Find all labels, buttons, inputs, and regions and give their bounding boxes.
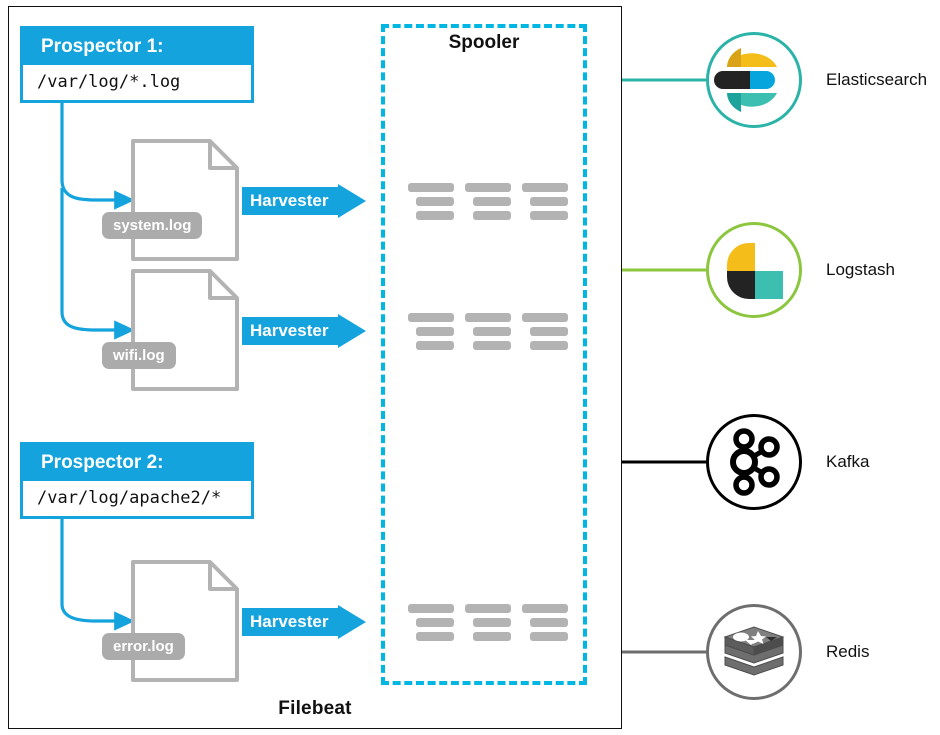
prospector-2-path: /var/log/apache2/*	[23, 480, 251, 516]
log-file-wifi-label: wifi.log	[102, 342, 176, 369]
elasticsearch-label: Elasticsearch	[826, 70, 928, 89]
prospector-2-title: Prospector 2:	[23, 445, 251, 481]
file-document-icon	[131, 139, 239, 261]
record-group	[408, 313, 454, 355]
harvester-label-2: Harvester	[250, 321, 329, 340]
log-file-wifi[interactable]: wifi.log	[102, 268, 240, 392]
log-file-system[interactable]: system.log	[102, 138, 240, 262]
harvester-label-1: Harvester	[250, 191, 329, 210]
elasticsearch-circle	[706, 32, 802, 128]
kafka-logo-icon	[730, 428, 780, 496]
record-group	[522, 183, 568, 225]
arrow-right-icon	[242, 605, 366, 639]
file-document-icon	[131, 269, 239, 391]
harvester-arrow-3[interactable]: Harvester	[242, 605, 366, 639]
record-group	[465, 604, 511, 646]
logstash-label: Logstash	[826, 260, 895, 279]
record-group	[522, 604, 568, 646]
record-group	[408, 604, 454, 646]
logstash-logo-icon	[727, 243, 783, 299]
log-file-error-label: error.log	[102, 633, 185, 660]
elasticsearch-logo-icon	[714, 48, 777, 112]
prospector-1-path: /var/log/*.log	[23, 64, 251, 100]
log-file-system-label: system.log	[102, 212, 203, 239]
redis-circle	[706, 604, 802, 700]
redis-logo-icon	[723, 626, 785, 676]
filebeat-label: Filebeat	[278, 698, 352, 719]
output-kafka[interactable]: Kafka	[660, 414, 900, 520]
spooler-box	[381, 24, 587, 685]
harvester-label-3: Harvester	[250, 612, 329, 631]
output-redis[interactable]: Redis	[660, 604, 900, 710]
prospector-2-box[interactable]: Prospector 2: /var/log/apache2/*	[20, 442, 254, 519]
spooler-title: Spooler	[448, 32, 520, 53]
redis-label: Redis	[826, 642, 870, 661]
prospector-1-box[interactable]: Prospector 1: /var/log/*.log	[20, 26, 254, 103]
harvester-arrow-1[interactable]: Harvester	[242, 184, 366, 218]
record-group	[408, 183, 454, 225]
file-document-icon	[131, 560, 239, 682]
logstash-circle	[706, 222, 802, 318]
output-elasticsearch[interactable]: Elasticsearch	[660, 32, 927, 138]
record-group	[465, 313, 511, 355]
arrow-right-icon	[242, 314, 366, 348]
kafka-circle	[706, 414, 802, 510]
record-group	[522, 313, 568, 355]
record-group	[465, 183, 511, 225]
output-logstash[interactable]: Logstash	[660, 222, 900, 328]
kafka-label: Kafka	[826, 452, 870, 471]
prospector-1-title: Prospector 1:	[23, 29, 251, 65]
arrow-right-icon	[242, 184, 366, 218]
harvester-arrow-2[interactable]: Harvester	[242, 314, 366, 348]
log-file-error[interactable]: error.log	[102, 559, 240, 683]
